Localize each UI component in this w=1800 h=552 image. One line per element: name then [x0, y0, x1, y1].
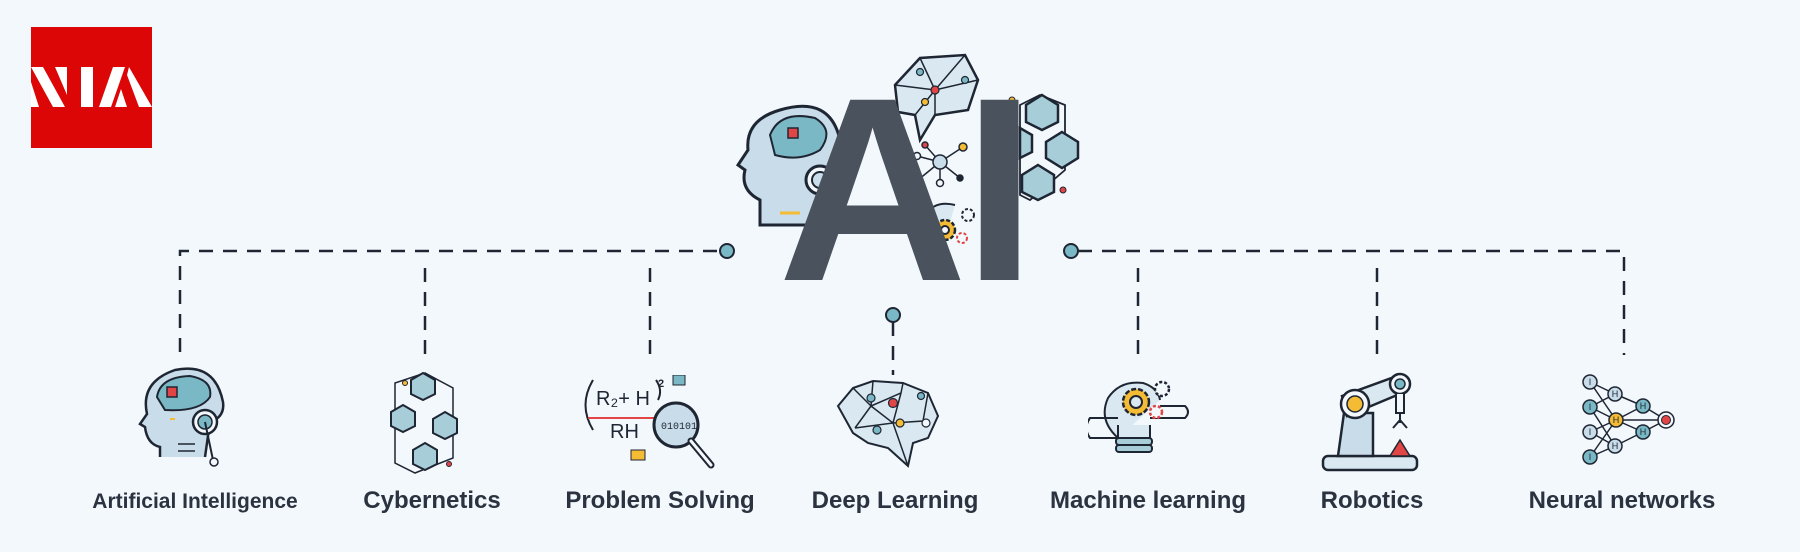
svg-text:I: I — [1589, 402, 1592, 412]
svg-text:I: I — [1589, 427, 1592, 437]
puzzle-piece-teal-icon — [672, 375, 686, 386]
left-connector-dot — [719, 243, 735, 259]
svg-text:H: H — [1612, 441, 1619, 451]
topic-label-neural-networks: Neural networks — [1528, 487, 1716, 514]
nia-logo — [31, 27, 152, 148]
formula-denominator: RH — [610, 421, 639, 443]
center-connector-dot — [885, 307, 901, 323]
formula-magnifier-icon: R₂+ H RH 2 010101 — [584, 375, 715, 469]
binary-text: 010101 — [661, 422, 697, 433]
topic-label-machine-learning: Machine learning — [1049, 487, 1247, 514]
cubes-network-icon — [390, 371, 458, 474]
formula-exponent: 2 — [658, 378, 664, 390]
svg-text:I: I — [1589, 377, 1592, 387]
neural-network-icon: I I I I H H H H H — [1582, 374, 1675, 465]
hero-polygon-brain-icon — [893, 53, 980, 144]
center-title: AI — [778, 43, 1036, 336]
polygon-brain-icon — [836, 379, 940, 468]
right-connector-dot — [1063, 243, 1079, 259]
formula-numerator: R₂+ H — [596, 388, 650, 410]
topic-label-deep-learning: Deep Learning — [811, 487, 979, 514]
svg-text:H: H — [1640, 427, 1647, 437]
hero-robot-head-icon — [735, 104, 843, 227]
lightbulb-gears-icon — [1088, 380, 1189, 453]
robot-arm-icon — [1321, 372, 1419, 472]
hero-cubes-icon — [1008, 93, 1080, 202]
hero-lightbulb-gears-icon — [922, 202, 975, 265]
svg-text:H: H — [1640, 401, 1647, 411]
robot-head-icon — [138, 367, 225, 467]
nia-logo-mark-icon — [31, 67, 152, 107]
topic-label-artificial-intelligence: Artificial Intelligence — [92, 490, 298, 513]
hero-illustrations — [735, 53, 1080, 265]
hero-hub-icon — [912, 141, 968, 188]
topic-label-problem-solving: Problem Solving — [565, 487, 755, 514]
svg-text:I: I — [1589, 452, 1592, 462]
topic-label-cybernetics: Cybernetics — [363, 487, 501, 514]
topic-label-robotics: Robotics — [1320, 487, 1424, 514]
svg-text:H: H — [1612, 389, 1619, 399]
svg-text:H: H — [1613, 415, 1620, 425]
puzzle-piece-yellow-icon — [630, 449, 646, 461]
